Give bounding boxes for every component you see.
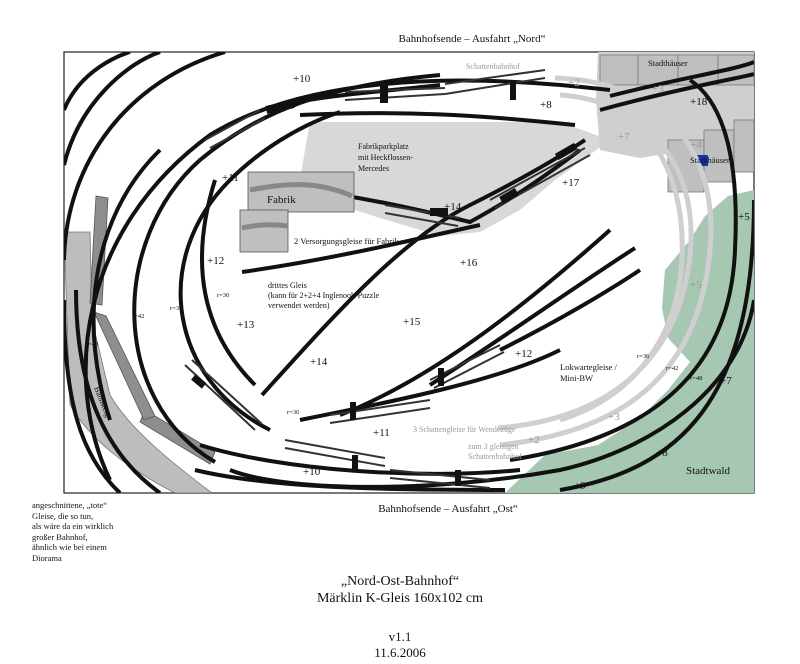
plan-date: 11.6.2006 [374, 645, 426, 660]
track-label: +17 [562, 177, 580, 189]
label-drittes-gleis-1: drittes Gleis [268, 281, 307, 290]
track-label: +5 [690, 279, 702, 291]
track-label: +5 [738, 211, 750, 223]
track-label: +4 [690, 139, 702, 151]
track-label: +10 [293, 73, 311, 85]
radius-label: r=36 [637, 353, 650, 360]
radius-label: r=30 [217, 292, 229, 299]
radius-labels: r=30 r=36 r=42 r=48 r=36 r=36 r=42 r=48 [86, 292, 702, 416]
forest-area [505, 190, 754, 493]
factory-building [239, 171, 355, 253]
track-label: +11 [222, 172, 239, 184]
label-fabrikparkplatz-3: Mercedes [358, 164, 389, 173]
houses-right [667, 119, 754, 193]
label-fabrikparkplatz-1: Fabrikparkplatz [358, 142, 409, 151]
label-lokwarte-2: Mini-BW [560, 373, 593, 383]
plan-version: v1.1 [388, 629, 412, 644]
label-schattengleise: 3 Schattengleise für Wendezüge [413, 425, 516, 434]
track-label: +13 [237, 319, 255, 331]
radius-label: r=36 [170, 305, 183, 312]
label-zum-schatten-1: zum 3 gleisigen [468, 442, 519, 451]
note-line: angeschnittene, „tote“ [32, 500, 108, 510]
label-zum-schatten-2: Schattenbahnhof [468, 452, 522, 461]
track-label: +8 [656, 447, 668, 459]
main-tracks [64, 52, 754, 493]
note-line: ähnlich wie bei einem [32, 542, 107, 552]
radius-label: r=42 [132, 313, 144, 320]
note-line: Gleise, die so tun, [32, 510, 94, 521]
shadow-tracks [497, 75, 714, 448]
track-label: +7 [618, 131, 630, 143]
factory-ground [298, 122, 610, 236]
signal-marker [697, 155, 708, 166]
label-stadtwald: Stadtwald [686, 465, 730, 477]
bottom-caption: Bahnhofsende – Ausfahrt „Ost“ [378, 503, 518, 515]
label-drittes-gleis-3: verwendet werden) [268, 301, 330, 310]
track-label: +2 [568, 77, 580, 89]
note-line: als wäre da ein wirklich [32, 521, 114, 531]
note-line: großer Bahnhof, [32, 531, 88, 542]
label-drittes-gleis-2: (kann für 2+2+4 Inglenook-Puzzle [268, 291, 379, 300]
track-label: +18 [690, 96, 708, 108]
radius-label: r=48 [690, 375, 702, 382]
track-label: +16 [460, 257, 478, 269]
track-label: +14 [444, 201, 462, 213]
track-numbers: +10 +8 +2 +3 +18 +7 +4 +17 +11 +14 +12 +… [207, 73, 750, 492]
top-caption: Bahnhofsende – Ausfahrt „Nord“ [399, 33, 546, 45]
label-schattenbahnhof-top: Schattenbahnhof [466, 62, 520, 71]
label-stadthaeuser-top: Stadthäuser [648, 58, 688, 68]
track-label: +3 [608, 411, 620, 423]
radius-label: r=36 [287, 409, 300, 416]
track-label: +15 [403, 316, 421, 328]
track-label: +2 [528, 434, 540, 446]
radius-label: r=48 [86, 341, 98, 348]
note-dead-tracks: angeschnittene, „tote“ Gleise, die so tu… [32, 500, 182, 563]
track-label: +12 [207, 255, 224, 267]
track-label: +12 [515, 348, 532, 360]
track-label: +8 [540, 99, 552, 111]
label-fabrik: Fabrik [267, 194, 296, 206]
label-versorgung: 2 Versorgungsgleise für Fabrik [294, 236, 399, 246]
plan-subtitle: Märklin K-Gleis 160x102 cm [316, 591, 484, 606]
radius-label: r=42 [666, 365, 678, 372]
bumpers [191, 80, 578, 486]
track-label: +3 [652, 83, 664, 95]
track-label: +9 [574, 480, 586, 492]
track-label: +11 [373, 427, 390, 439]
plan-title: „Nord-Ost-Bahnhof“ [340, 574, 460, 589]
track-label: +14 [310, 356, 328, 368]
track-label: +10 [303, 466, 321, 478]
label-stadthaeuser-right: Stadthäuser [690, 155, 730, 165]
label-fabrikparkplatz-2: mit Heckflossen- [358, 153, 413, 162]
note-line: Diorama [32, 552, 62, 563]
track-label: +7 [720, 375, 732, 387]
label-lokwarte-1: Lokwartegleise / [560, 362, 618, 372]
